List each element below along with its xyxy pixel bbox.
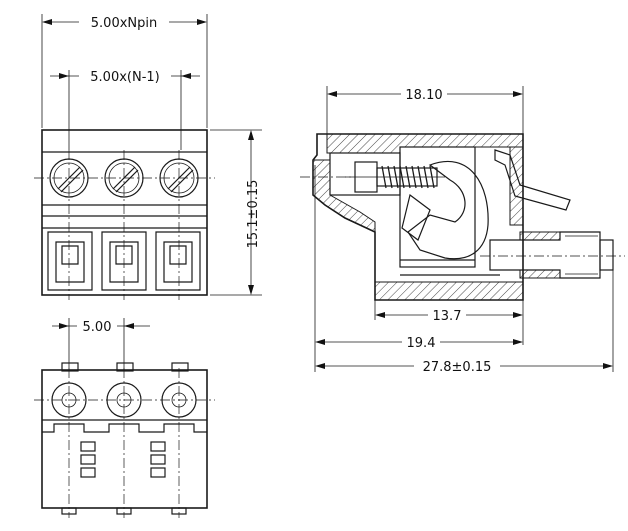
bottom-view	[34, 318, 215, 518]
dim-depth: 19.4	[315, 333, 523, 351]
dim-total-length: 27.8±0.15	[315, 357, 613, 375]
dim-inner: 13.7	[375, 306, 523, 324]
height-label: 15.1±0.15	[246, 180, 261, 249]
inner-dim-label: 13.7	[433, 309, 462, 324]
wire-opening-1	[47, 231, 93, 291]
dim-overall-width: 5.00xNpin	[42, 13, 207, 31]
side-section-view	[300, 86, 625, 372]
wire-opening-3	[155, 231, 201, 291]
side-depth-label: 18.10	[405, 88, 442, 103]
dim-side-depth: 18.10	[327, 85, 523, 103]
wire-opening-2	[101, 231, 147, 291]
dim-pitch: 5.00	[52, 317, 150, 335]
pitch-label: 5.00	[83, 320, 112, 335]
overall-width-label: 5.00xNpin	[91, 16, 157, 31]
total-length-label: 27.8±0.15	[423, 360, 492, 375]
screw	[345, 161, 445, 193]
pitch-span-label: 5.00x(N-1)	[90, 70, 159, 85]
front-view	[34, 14, 262, 300]
depth-label: 19.4	[407, 336, 436, 351]
dim-pitch-span: 5.00x(N-1)	[50, 67, 200, 85]
